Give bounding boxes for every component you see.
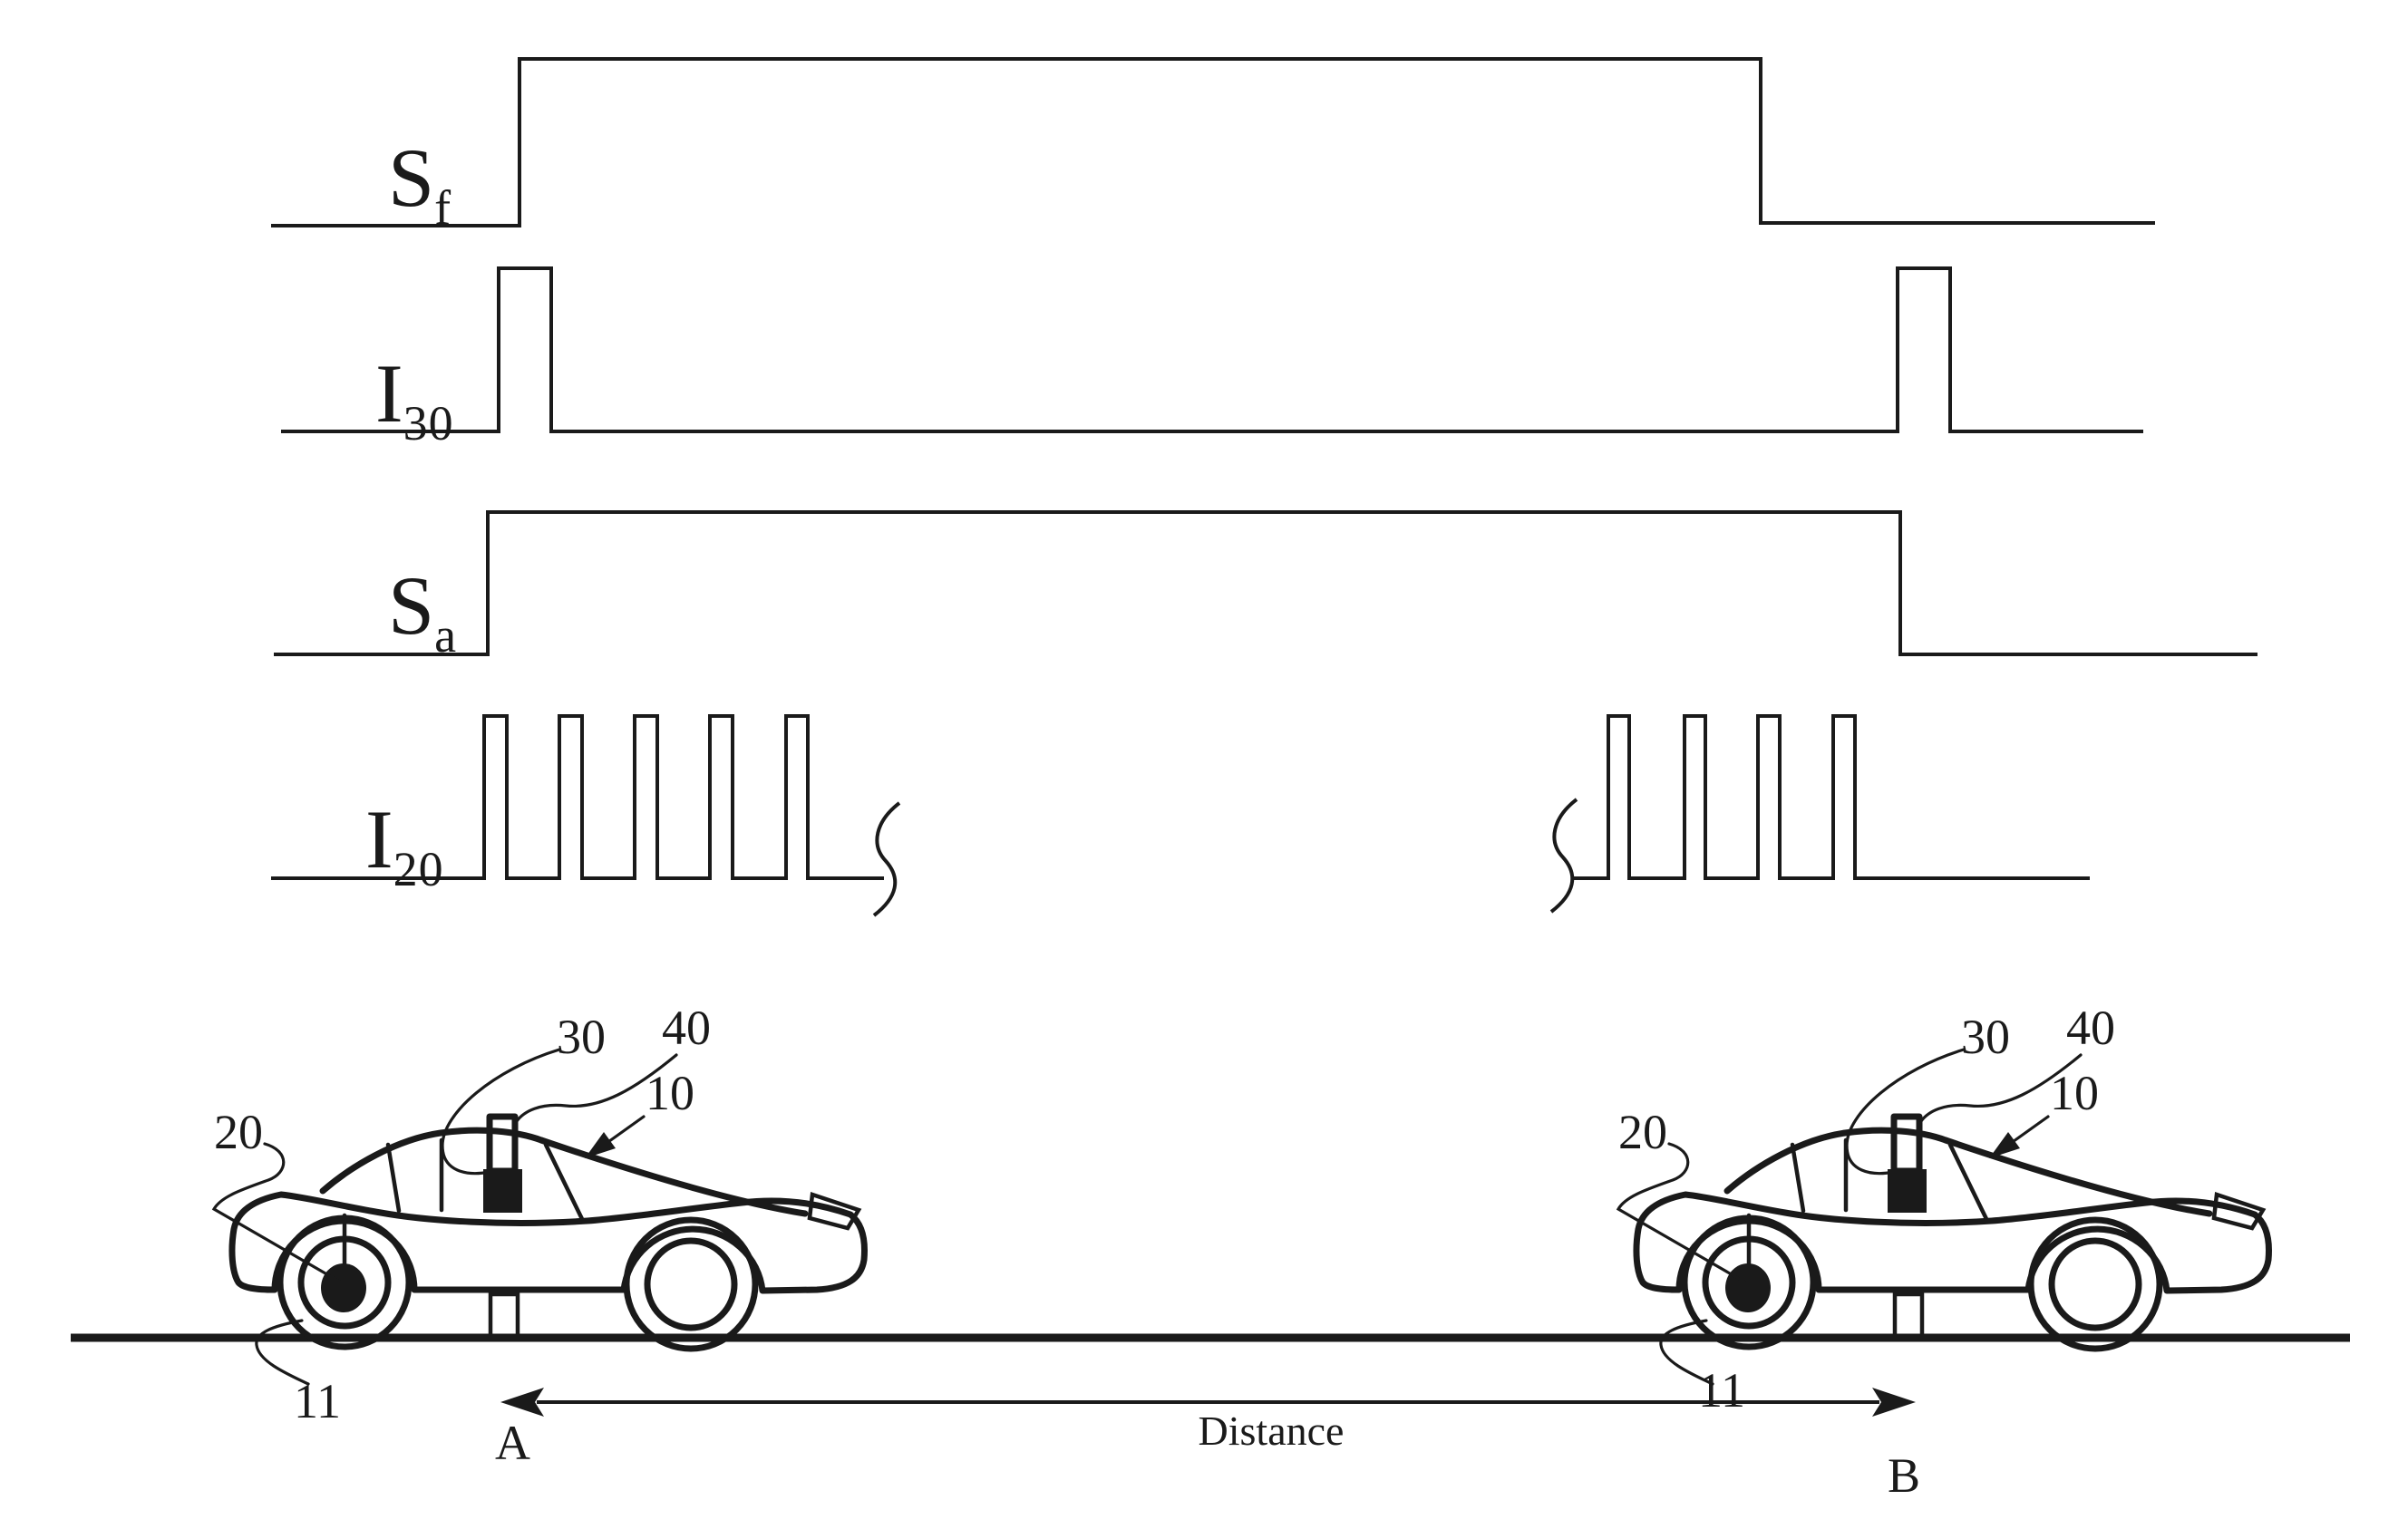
ref-label-left-40: 40 [662,1001,711,1055]
break-squiggle-right [1549,798,1578,914]
signal-label-sf-sub: f [434,180,452,235]
ref-label-right-11: 11 [1698,1363,1745,1418]
signal-label-i30-sub: 30 [403,396,454,450]
ref-label-right-20: 20 [1618,1105,1667,1159]
waveform-i20-right [1572,714,2090,880]
signal-label-sa-main: S [388,559,435,652]
ref-label-left-30: 30 [557,1010,606,1064]
waveform-sf [271,57,2155,227]
distance-label: Distance [1198,1408,1345,1454]
signal-label-i20-sub: 20 [393,842,444,896]
signal-label-i20-main: I [365,793,393,885]
ref-label-left-20: 20 [214,1105,263,1159]
distance-arrowhead-right-icon [1872,1388,1916,1417]
waveform-i30 [281,266,2143,433]
ref-label-right-10: 10 [2050,1066,2099,1120]
point-label-b: B [1888,1448,1921,1503]
signal-label-i30: I30 [375,352,454,448]
signal-label-i20: I20 [365,798,444,894]
distance-arrowhead-left-icon [500,1388,544,1417]
signal-label-i30-main: I [375,347,403,440]
signal-label-sf-main: S [388,131,435,224]
break-squiggle-left [872,801,901,917]
ref-label-left-11: 11 [294,1374,341,1428]
ref-label-left-10: 10 [646,1066,694,1120]
signal-label-sa-sub: a [434,608,458,663]
ref-label-right-30: 30 [1961,1010,2010,1064]
point-label-a: A [495,1416,530,1470]
waveform-i20-left [271,714,884,880]
signal-label-sf: Sf [388,136,452,232]
ref-label-right-40: 40 [2066,1001,2115,1055]
waveform-sa [274,510,2258,656]
signal-label-sa: Sa [388,564,457,660]
